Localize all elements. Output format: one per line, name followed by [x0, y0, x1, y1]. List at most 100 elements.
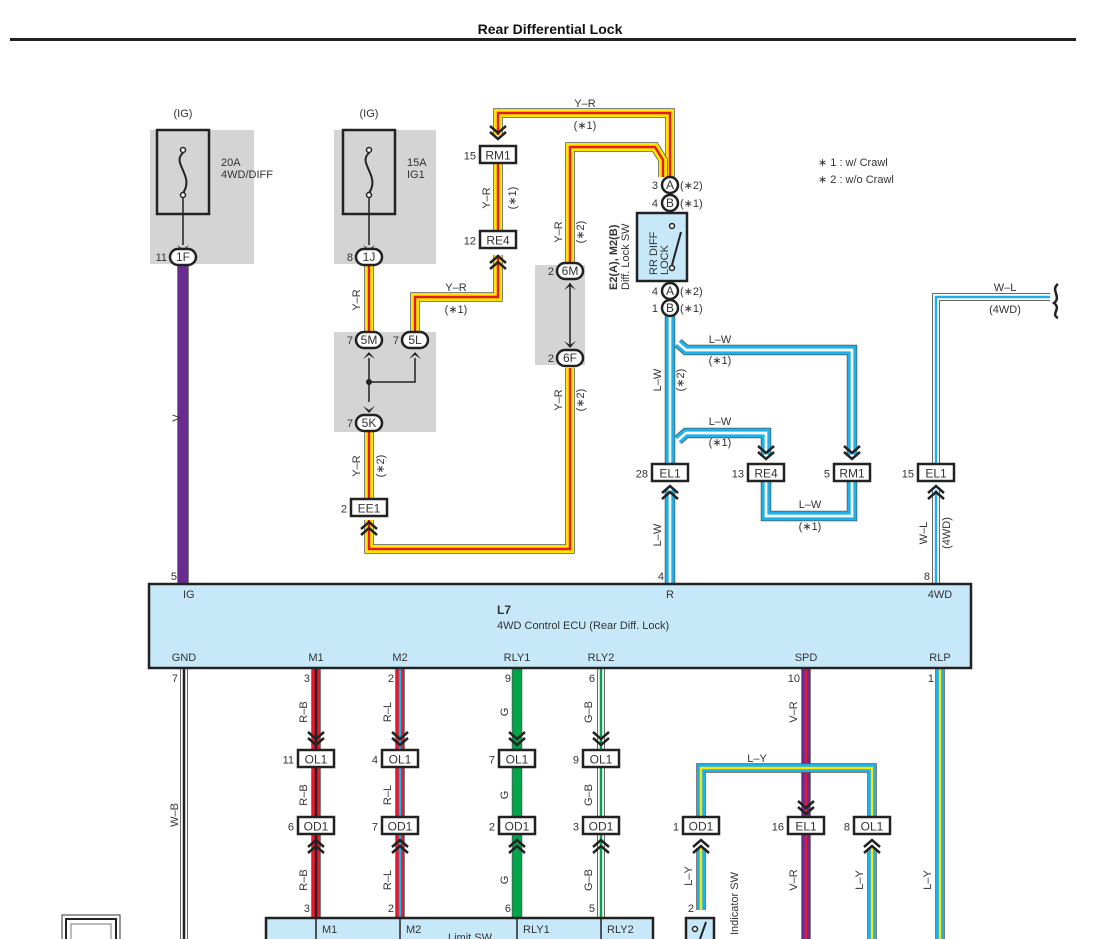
wire-label: Y–R [553, 389, 565, 410]
terminal-note: (∗1) [680, 303, 703, 315]
chevron-up-icon [692, 838, 710, 854]
wire-label: L–W [799, 499, 822, 511]
connector-pin: 9 [573, 755, 579, 767]
ecu-pin-number: 2 [388, 673, 394, 685]
limit-switch-terminal: M1 [322, 924, 337, 936]
wire-label: Y–R [351, 455, 363, 476]
wire-label: V–R [788, 869, 800, 890]
wire-note: (4WD) [941, 517, 953, 549]
ecu-pin-number: 1 [928, 673, 934, 685]
connector-od1_3 [581, 815, 621, 836]
connector-name: 6F [563, 351, 577, 365]
wire-note: (4WD) [989, 304, 1021, 316]
wire-label: R–B [298, 784, 310, 805]
title-divider [10, 38, 1076, 41]
ecu-terminal-label: M2 [392, 652, 407, 664]
chevron-stroke [797, 800, 815, 810]
wire-note: (∗2) [575, 221, 587, 244]
diff-lock-switch-body[interactable] [635, 211, 689, 283]
chevron-stroke [508, 737, 526, 747]
chevron-stroke [307, 731, 325, 741]
chevron-down-icon [592, 731, 610, 747]
chevron-down-icon [757, 445, 775, 461]
chevron-up-icon [360, 520, 378, 536]
chevron-up-icon [927, 484, 945, 500]
ecu-id: L7 [497, 603, 511, 617]
wire-label: G [499, 791, 511, 800]
fuse-icon [364, 152, 374, 194]
indicator-switch-pin: 2 [688, 903, 694, 915]
wire-label: L–Y [683, 866, 695, 886]
indicator-switch-body[interactable] [684, 916, 716, 939]
limit-switch-pin: 3 [304, 903, 310, 915]
connector-re4_12 [478, 229, 518, 250]
wire-label: G–B [583, 701, 595, 723]
connector-od1_7 [380, 815, 420, 836]
connector-name: OL1 [861, 820, 884, 834]
connector-box [349, 497, 389, 518]
connector-re4_13 [746, 462, 786, 483]
connector-pin: 2 [489, 822, 495, 834]
partial-component-frame [70, 923, 112, 939]
wire-label: R–L [382, 702, 394, 722]
wire-lw-re4-rm1 [760, 476, 858, 522]
chevron-stroke [508, 838, 526, 848]
wire-label: W–L [918, 522, 930, 545]
switch-inner-label: LOCK [659, 244, 671, 275]
chevron-stroke [307, 838, 325, 848]
wire-label: L–W [652, 523, 664, 546]
connector-name: 5M [361, 333, 378, 347]
connector-pin: 7 [347, 335, 353, 347]
connector-name: RM1 [839, 467, 865, 481]
chevron-stroke [391, 731, 409, 741]
switch-contact [691, 925, 699, 933]
wire-label: W–L [994, 282, 1017, 294]
terminal-circle [660, 175, 680, 195]
oval-connector [400, 330, 430, 350]
junction-block-6 [535, 265, 585, 365]
connector-box [650, 462, 690, 483]
chevron-stroke [307, 737, 325, 747]
connector-pin: 7 [489, 755, 495, 767]
oval-box [400, 330, 430, 350]
connector-pin: 3 [573, 822, 579, 834]
chevron-stroke [927, 490, 945, 500]
connector-ol1_4 [380, 748, 420, 769]
wire-label: L–W [652, 368, 664, 391]
limit-switch-body[interactable] [264, 916, 655, 939]
connector-box [296, 815, 336, 836]
connector-name: 6M [562, 264, 579, 278]
arrow-up-icon [564, 283, 576, 290]
chevron-stroke [489, 125, 507, 135]
chevron-stroke [391, 844, 409, 854]
connector-box [497, 748, 537, 769]
connector-pin: 5 [824, 469, 830, 481]
oval-box [555, 261, 585, 281]
ecu-terminal-label: RLP [929, 652, 950, 664]
ecu-body[interactable] [147, 582, 973, 670]
wire-label: G–B [583, 784, 595, 806]
terminal-ring [660, 175, 680, 195]
fuse-box-ig1 [334, 130, 436, 264]
terminal-note: (∗1) [680, 198, 703, 210]
chevron-up-icon [661, 484, 679, 500]
ecu-pin-number: 8 [924, 571, 930, 583]
connector-pin: 8 [844, 822, 850, 834]
connector-pin: 7 [372, 822, 378, 834]
limit-switch-terminal: RLY2 [607, 924, 634, 936]
wire-break-icon [1051, 283, 1059, 320]
wire-stripe [934, 295, 1050, 465]
connector-ol1_9 [581, 748, 621, 769]
terminal-note: (∗2) [680, 180, 703, 192]
chevron-stroke [757, 451, 775, 461]
limit-switch-terminal: RLY1 [523, 924, 550, 936]
wire-stripe [699, 766, 874, 828]
footnote: ∗ 1 : w/ Crawl [818, 157, 888, 169]
wire-note: (∗1) [709, 355, 732, 367]
chevron-stroke [489, 254, 507, 264]
wire-stripe [568, 145, 665, 262]
wire-note: (∗1) [507, 187, 519, 210]
ecu-terminal-label: IG [183, 589, 195, 601]
ecu-terminal-label: 4WD [928, 589, 953, 601]
connector-name: OL1 [590, 753, 613, 767]
